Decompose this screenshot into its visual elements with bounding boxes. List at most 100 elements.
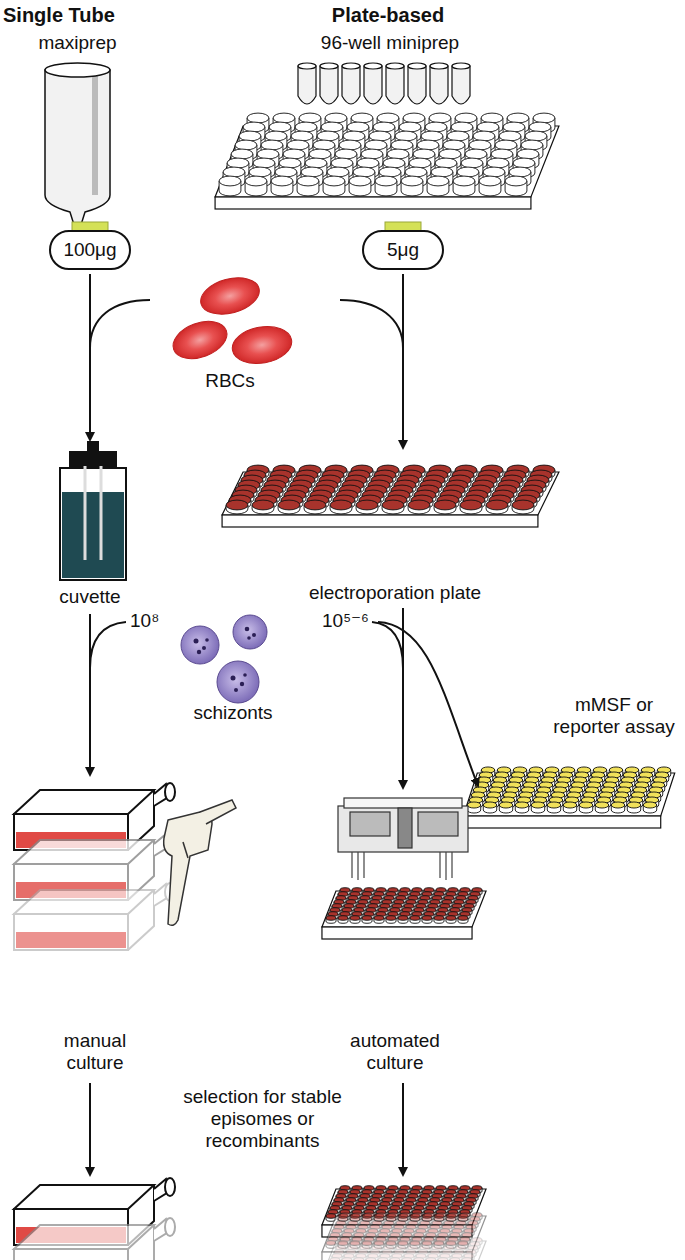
well-top	[339, 140, 361, 150]
flask	[14, 1218, 175, 1260]
well-top	[487, 158, 509, 168]
well-top	[391, 140, 413, 150]
well-top	[231, 149, 253, 159]
well-top	[408, 500, 430, 510]
well-top	[388, 1237, 398, 1242]
well-top	[579, 802, 592, 808]
well-top	[283, 149, 305, 159]
well-top	[271, 176, 293, 186]
well-top	[414, 1258, 424, 1260]
tube-rim	[452, 63, 470, 69]
tube-rim	[408, 63, 426, 69]
well-top	[486, 500, 508, 510]
well-top	[405, 167, 427, 177]
step-label: schizonts	[178, 702, 288, 724]
well-top	[483, 167, 505, 177]
plate-side	[322, 1225, 472, 1237]
well-top	[611, 802, 624, 808]
well-top	[219, 176, 241, 186]
well-top	[301, 167, 323, 177]
well-top	[330, 500, 352, 510]
well-top	[350, 916, 360, 921]
well-top	[409, 158, 431, 168]
well-top	[365, 140, 387, 150]
plate-top	[322, 1241, 486, 1260]
well-top	[373, 122, 395, 132]
well-top	[335, 149, 357, 159]
dna-amount: 100μg	[63, 239, 116, 261]
step-label: selection for stable episomes or recombi…	[165, 1086, 360, 1152]
well-top	[421, 131, 443, 141]
well-top	[410, 916, 420, 921]
well-top	[438, 1258, 448, 1260]
well-top	[223, 167, 245, 177]
well-top	[351, 113, 373, 123]
well-top	[403, 113, 425, 123]
well-top	[382, 500, 404, 510]
well-top	[226, 500, 248, 510]
well-top	[513, 158, 535, 168]
plate-top	[322, 891, 486, 927]
well-top	[269, 122, 291, 132]
plate-top	[322, 1216, 486, 1252]
well-top	[431, 167, 453, 177]
well-top	[317, 131, 339, 141]
column-heading: Plate-based	[318, 4, 458, 26]
well-top	[356, 500, 378, 510]
flask-cap	[165, 1218, 175, 1236]
plate	[322, 888, 486, 939]
well-top	[245, 176, 267, 186]
well-top	[331, 158, 353, 168]
well-top	[417, 140, 439, 150]
dna-amount: 5μg	[387, 239, 419, 261]
flask	[14, 883, 175, 950]
tube-rim	[430, 63, 448, 69]
plate-top	[322, 1189, 486, 1225]
well-top	[252, 500, 274, 510]
well-top	[330, 1258, 340, 1260]
well-top	[227, 158, 249, 168]
well-top	[436, 1237, 446, 1242]
well-top	[439, 149, 461, 159]
well-top	[512, 500, 534, 510]
well-top	[353, 167, 375, 177]
well-top	[529, 122, 551, 132]
step-label: cuvette	[40, 586, 140, 608]
tube-rim	[298, 63, 316, 69]
well-top	[326, 916, 336, 921]
well-top	[499, 802, 512, 808]
well-top	[525, 131, 547, 141]
well-top	[378, 1258, 388, 1260]
well-top	[278, 500, 300, 510]
cuvette	[60, 442, 126, 580]
well-top	[473, 131, 495, 141]
well-top	[458, 916, 468, 921]
well-top	[379, 167, 401, 177]
well-top	[273, 113, 295, 123]
well-top	[413, 149, 435, 159]
plate-top	[463, 773, 674, 816]
plate	[215, 113, 559, 209]
well-top	[479, 176, 501, 186]
well-top	[321, 122, 343, 132]
well-top	[531, 802, 544, 808]
well-top	[507, 113, 529, 123]
well-top	[313, 140, 335, 150]
tube-rim	[364, 63, 382, 69]
well-top	[425, 122, 447, 132]
well-top	[375, 176, 397, 186]
well-top	[376, 1237, 386, 1242]
well-top	[309, 149, 331, 159]
step-label: 96-well miniprep	[295, 32, 485, 54]
well-top	[627, 802, 640, 808]
tube	[364, 66, 382, 104]
well-top	[469, 140, 491, 150]
well-top	[412, 1237, 422, 1242]
well-top	[491, 149, 513, 159]
well-top	[305, 158, 327, 168]
well-top	[383, 158, 405, 168]
tube-rim	[342, 63, 360, 69]
plate	[322, 1186, 486, 1237]
plate-top	[222, 472, 559, 515]
well-top	[295, 122, 317, 132]
